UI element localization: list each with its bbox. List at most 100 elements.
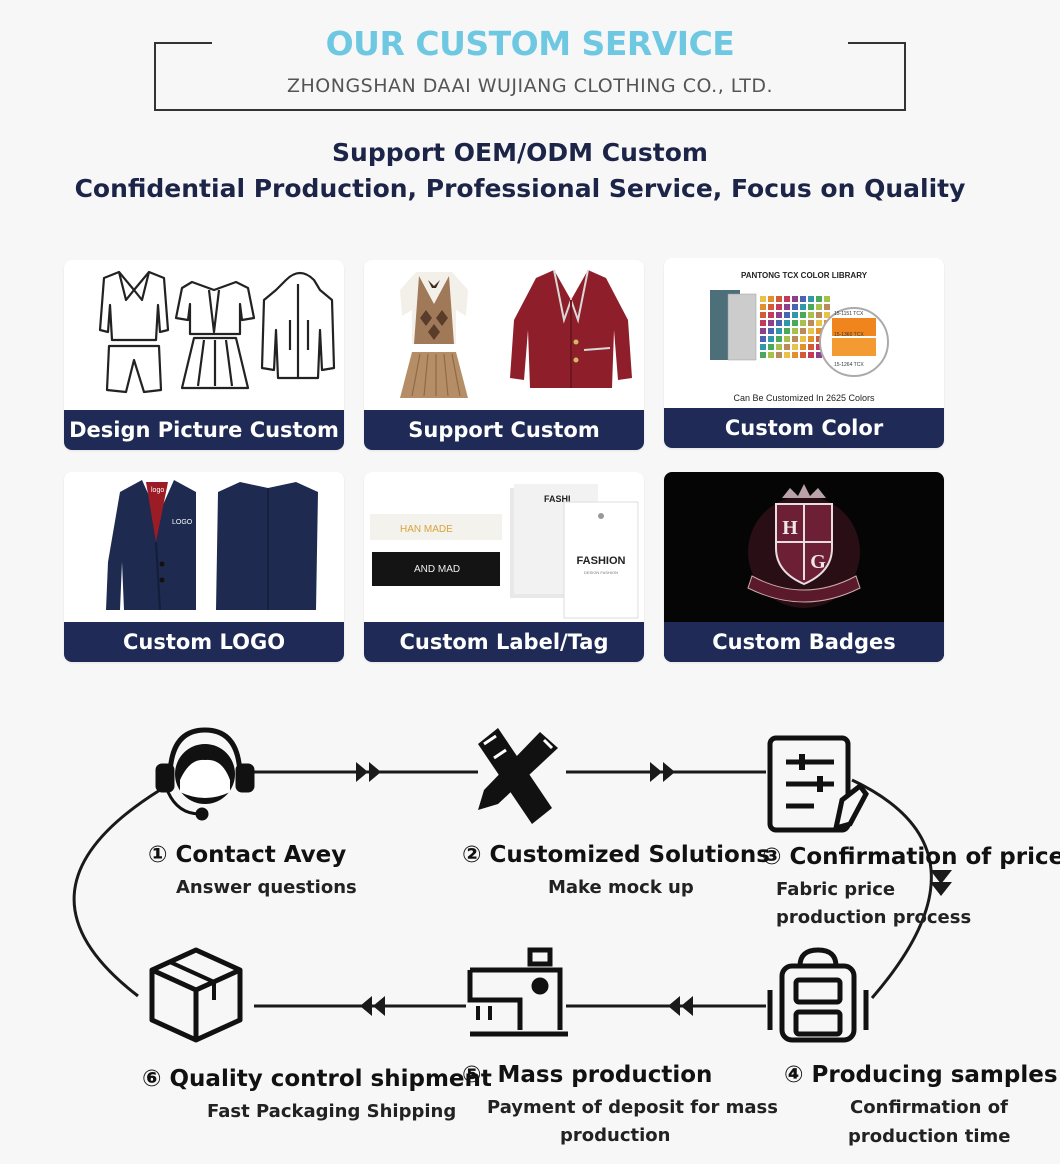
service-label: Custom LOGO	[64, 622, 344, 662]
step-3-sub: production process	[776, 907, 972, 928]
color-swatch	[800, 304, 806, 310]
color-swatch	[808, 336, 814, 342]
color-swatch	[808, 320, 814, 326]
color-swatch	[776, 336, 782, 342]
color-swatch	[792, 344, 798, 350]
color-swatch	[800, 344, 806, 350]
backpack-icon	[767, 947, 869, 1043]
color-swatch	[816, 328, 822, 334]
tag-text: DESIGN FASHION	[584, 570, 618, 575]
color-swatch	[784, 304, 790, 310]
color-swatch	[792, 320, 798, 326]
service-card-label-tag[interactable]: HAN MADE AND MAD FASHI FASHION DESIGN FA…	[364, 472, 644, 662]
header-frame-left	[154, 42, 156, 110]
color-swatch	[760, 328, 766, 334]
service-card-badges[interactable]: H G Custom Badges	[664, 472, 944, 662]
color-swatch	[816, 320, 822, 326]
service-label: Support Custom Sample	[364, 410, 644, 450]
step-1-title: ① Contact Avey	[148, 842, 347, 868]
color-swatch	[776, 320, 782, 326]
flow-loop-left	[72, 788, 161, 998]
color-swatch	[792, 304, 798, 310]
step-4-sub: production time	[848, 1126, 1011, 1147]
color-swatch	[824, 312, 830, 318]
step-4-sub: Confirmation of	[850, 1097, 1008, 1118]
step-5-sub: production	[560, 1125, 671, 1146]
color-swatch	[768, 320, 774, 326]
header-frame-right	[904, 42, 906, 110]
color-swatch	[784, 328, 790, 334]
color-swatch	[792, 328, 798, 334]
color-swatch	[760, 312, 766, 318]
tagline-quality: Confidential Production, Professional Se…	[74, 174, 966, 203]
service-card-custom-logo[interactable]: logo LOGO Custom LOGO	[64, 472, 344, 662]
company-name: ZHONGSHAN DAAI WUJIANG CLOTHING CO., LTD…	[286, 75, 774, 97]
color-swatch	[768, 336, 774, 342]
color-swatch	[768, 304, 774, 310]
color-swatch	[784, 320, 790, 326]
color-swatch	[800, 312, 806, 318]
color-swatch	[808, 352, 814, 358]
service-label: Custom Badges	[664, 622, 944, 662]
headset-support-icon	[155, 727, 255, 821]
step-3-sub: Fabric price	[776, 879, 896, 900]
color-swatch	[808, 328, 814, 334]
swatch-code: 15-1264 TCX	[834, 362, 864, 368]
color-swatch	[800, 336, 806, 342]
label-tag-icon: HAN MADE AND MAD FASHI FASHION DESIGN FA…	[370, 484, 639, 619]
page-title: OUR CUSTOM SERVICE	[325, 24, 735, 63]
clothing-sketch-icon	[98, 270, 336, 394]
color-swatch	[816, 312, 822, 318]
badge-letter: H	[782, 517, 798, 539]
color-swatch	[808, 304, 814, 310]
color-swatch	[784, 312, 790, 318]
badge-crest-icon: H G	[747, 484, 861, 608]
header-frame-top-left	[154, 42, 212, 44]
uniform-sample-icon	[400, 269, 632, 398]
color-swatch	[808, 296, 814, 302]
step-1-sub: Answer questions	[176, 877, 357, 898]
service-card-custom-color[interactable]: PANTONG TCX COLOR LIBRARY 15-1151 TCX 15…	[664, 258, 944, 448]
package-box-icon	[149, 947, 243, 1043]
logo-mark: logo	[151, 487, 164, 494]
step-5-title: ⑤ Mass production	[462, 1062, 713, 1088]
color-swatch	[768, 344, 774, 350]
blazer-logo-icon: logo LOGO	[106, 480, 318, 611]
color-swatch	[816, 336, 822, 342]
color-swatch	[760, 296, 766, 302]
step-6-title: ⑥ Quality control shipment	[142, 1066, 492, 1092]
color-swatch	[776, 312, 782, 318]
color-swatch	[816, 352, 822, 358]
tagline-oem: Support OEM/ODM Custom	[332, 138, 708, 167]
color-swatch	[760, 336, 766, 342]
header-frame-bottom	[154, 109, 906, 111]
service-label: Custom Color	[664, 408, 944, 448]
step-2-sub: Make mock up	[548, 877, 694, 898]
step-2-title: ② Customized Solutions	[462, 842, 770, 868]
color-swatch	[808, 312, 814, 318]
document-pen-icon	[767, 735, 869, 833]
color-swatch	[824, 304, 830, 310]
step-3-title: ③ Confirmation of prices	[762, 844, 1060, 870]
color-swatch	[768, 296, 774, 302]
color-swatch	[800, 352, 806, 358]
color-swatch	[760, 344, 766, 350]
color-swatch	[784, 336, 790, 342]
color-swatch	[776, 296, 782, 302]
color-swatch	[776, 344, 782, 350]
process-flow-diagram	[72, 727, 952, 1043]
service-card-custom-sample[interactable]: Support Custom Sample	[364, 260, 644, 450]
header-frame-top-right	[848, 42, 906, 44]
color-swatch	[816, 304, 822, 310]
service-card-design-picture[interactable]: Design Picture Custom	[64, 260, 344, 450]
flow-loop-right	[851, 778, 933, 999]
color-caption: Can Be Customized In 2625 Colors	[733, 393, 875, 403]
label-text: AND MAD	[414, 564, 460, 575]
color-library-icon: PANTONG TCX COLOR LIBRARY 15-1151 TCX 15…	[710, 271, 889, 403]
color-swatch	[784, 352, 790, 358]
color-swatch	[768, 352, 774, 358]
color-swatch	[800, 320, 806, 326]
tag-text: FASHION	[577, 555, 626, 567]
step-6-sub: Fast Packaging Shipping	[207, 1101, 457, 1122]
badge-letter: G	[810, 551, 826, 573]
